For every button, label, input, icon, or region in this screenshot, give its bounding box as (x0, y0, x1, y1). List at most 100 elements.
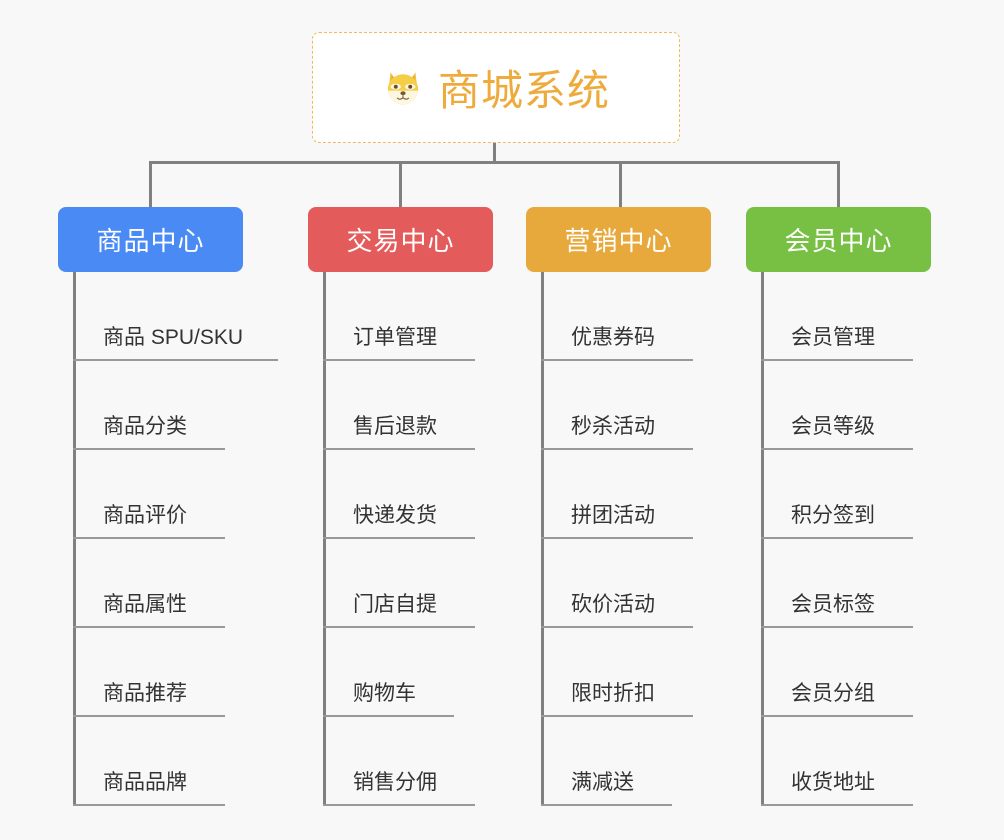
leaf-item[interactable]: 销售分佣 (323, 717, 573, 806)
leaf-item[interactable]: 会员标签 (761, 539, 1004, 628)
leaf-label: 商品分类 (103, 415, 187, 438)
shiba-dog-face-icon (382, 67, 424, 109)
leaf-label: 商品属性 (103, 593, 187, 616)
branch-column-product: 商品中心 商品 SPU/SKU 商品分类 商品评价 商品属性 商品推荐 (58, 207, 278, 806)
branch-label: 会员中心 (784, 226, 893, 256)
leaf-label: 会员标签 (791, 593, 875, 616)
leaf-item[interactable]: 售后退款 (323, 361, 573, 450)
leaf-item[interactable]: 秒杀活动 (541, 361, 791, 450)
leaf-item[interactable]: 订单管理 (323, 272, 573, 361)
leaf-rule (541, 448, 693, 450)
leaf-label: 限时折扣 (571, 682, 655, 705)
leaf-rule (761, 804, 913, 806)
leaf-rule (73, 715, 225, 717)
root-node[interactable]: 商城系统 (312, 32, 680, 143)
leaf-item[interactable]: 积分签到 (761, 450, 1004, 539)
leaf-rule (761, 359, 913, 361)
leaf-item[interactable]: 门店自提 (323, 539, 573, 628)
leaf-rule (73, 804, 225, 806)
leaf-item[interactable]: 快递发货 (323, 450, 573, 539)
connector-drop-4 (837, 161, 840, 207)
branch-header-marketing[interactable]: 营销中心 (526, 207, 711, 272)
leaf-rule (323, 626, 475, 628)
leaf-label: 会员等级 (791, 415, 875, 438)
leaf-item[interactable]: 限时折扣 (541, 628, 791, 717)
leaf-label: 商品 SPU/SKU (103, 326, 244, 349)
leaf-rule (73, 626, 225, 628)
leaf-rule (323, 359, 475, 361)
leaf-rule (761, 537, 913, 539)
connector-drop-3 (619, 161, 622, 207)
branch-column-marketing: 营销中心 优惠券码 秒杀活动 拼团活动 砍价活动 限时折扣 (526, 207, 711, 806)
leaf-label: 商品品牌 (103, 771, 187, 794)
leaf-list-member: 会员管理 会员等级 积分签到 会员标签 会员分组 收货地址 (761, 272, 1004, 806)
leaf-item[interactable]: 拼团活动 (541, 450, 791, 539)
leaf-label: 优惠券码 (571, 326, 655, 349)
leaf-item[interactable]: 商品分类 (73, 361, 323, 450)
leaf-item[interactable]: 商品评价 (73, 450, 323, 539)
leaf-rule (323, 804, 475, 806)
leaf-item[interactable]: 砍价活动 (541, 539, 791, 628)
leaf-label: 订单管理 (353, 326, 437, 349)
branch-header-trade[interactable]: 交易中心 (308, 207, 493, 272)
branch-spine (73, 272, 76, 806)
leaf-rule (323, 715, 454, 717)
leaf-item[interactable]: 商品品牌 (73, 717, 323, 806)
leaf-rule (761, 715, 913, 717)
leaf-rule (541, 537, 693, 539)
leaf-label: 积分签到 (791, 504, 875, 527)
leaf-rule (73, 537, 225, 539)
leaf-list-product: 商品 SPU/SKU 商品分类 商品评价 商品属性 商品推荐 商品品牌 (73, 272, 323, 806)
leaf-label: 商品推荐 (103, 682, 187, 705)
leaf-item[interactable]: 会员分组 (761, 628, 1004, 717)
branch-column-trade: 交易中心 订单管理 售后退款 快递发货 门店自提 购物车 (308, 207, 493, 806)
leaf-rule (323, 448, 475, 450)
leaf-list-trade: 订单管理 售后退款 快递发货 门店自提 购物车 销售分佣 (323, 272, 573, 806)
leaf-label: 快递发货 (353, 504, 437, 527)
leaf-rule (541, 359, 693, 361)
connector-drop-2 (399, 161, 402, 207)
leaf-label: 销售分佣 (353, 771, 437, 794)
leaf-label: 砍价活动 (571, 593, 655, 616)
branch-header-product[interactable]: 商品中心 (58, 207, 243, 272)
leaf-label: 收货地址 (791, 771, 875, 794)
branch-spine (323, 272, 326, 806)
branch-label: 商品中心 (96, 226, 205, 256)
branch-column-member: 会员中心 会员管理 会员等级 积分签到 会员标签 会员分组 (746, 207, 931, 806)
leaf-label: 会员管理 (791, 326, 875, 349)
branch-label: 交易中心 (346, 226, 455, 256)
leaf-item[interactable]: 会员等级 (761, 361, 1004, 450)
leaf-item[interactable]: 购物车 (323, 628, 573, 717)
leaf-rule (541, 626, 693, 628)
leaf-item[interactable]: 商品 SPU/SKU (73, 272, 323, 361)
leaf-item[interactable]: 商品属性 (73, 539, 323, 628)
leaf-rule (73, 448, 225, 450)
leaf-label: 售后退款 (353, 415, 437, 438)
leaf-item[interactable]: 收货地址 (761, 717, 1004, 806)
leaf-rule (541, 715, 693, 717)
connector-drop-1 (149, 161, 152, 207)
leaf-item[interactable]: 满减送 (541, 717, 791, 806)
leaf-item[interactable]: 商品推荐 (73, 628, 323, 717)
branch-spine (761, 272, 764, 806)
leaf-rule (761, 448, 913, 450)
leaf-label: 秒杀活动 (571, 415, 655, 438)
connector-bus (149, 161, 840, 164)
leaf-item[interactable]: 会员管理 (761, 272, 1004, 361)
root-title: 商城系统 (437, 67, 610, 114)
leaf-rule (761, 626, 913, 628)
leaf-label: 购物车 (353, 682, 416, 705)
leaf-label: 会员分组 (791, 682, 875, 705)
leaf-label: 门店自提 (353, 593, 437, 616)
leaf-label: 满减送 (571, 771, 634, 794)
branch-spine (541, 272, 544, 806)
leaf-rule (73, 359, 278, 361)
leaf-list-marketing: 优惠券码 秒杀活动 拼团活动 砍价活动 限时折扣 满减送 (541, 272, 791, 806)
leaf-label: 拼团活动 (571, 504, 655, 527)
leaf-rule (323, 537, 475, 539)
connector-root-stem (493, 143, 496, 163)
leaf-item[interactable]: 优惠券码 (541, 272, 791, 361)
branch-header-member[interactable]: 会员中心 (746, 207, 931, 272)
leaf-label: 商品评价 (103, 504, 187, 527)
